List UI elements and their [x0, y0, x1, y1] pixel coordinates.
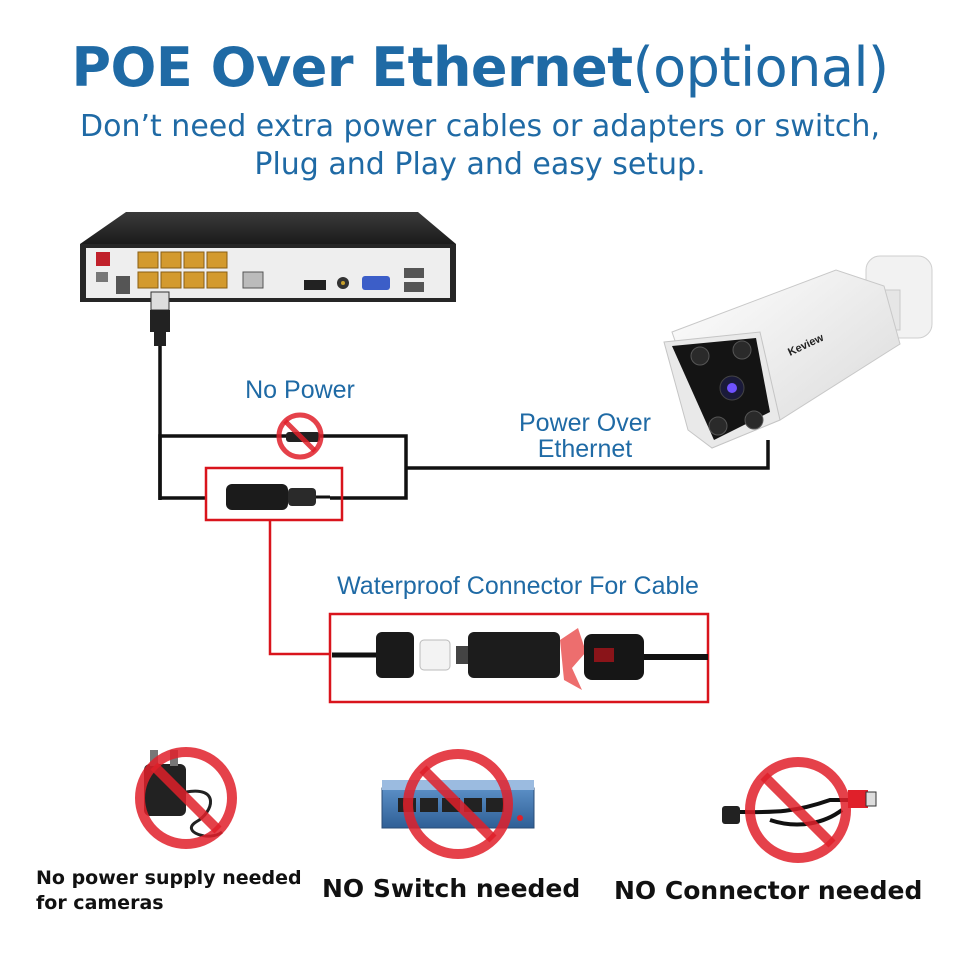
- power-switch-icon: [96, 252, 110, 266]
- highlight-box-small: [204, 466, 344, 522]
- prohibited-sign-icon: [135, 747, 237, 849]
- no-power-supply-label: No power supply needed for cameras: [36, 866, 306, 916]
- prohibited-sign-icon: [276, 412, 324, 460]
- prohibited-sign-icon: [745, 757, 851, 863]
- no-connector-label: NO Connector needed: [614, 876, 923, 905]
- prohibited-sign-icon: [403, 749, 513, 859]
- power-adapter-item: [135, 747, 237, 849]
- subtitle-line-2: Plug and Play and easy setup.: [254, 147, 706, 182]
- poe-splitter-item: [722, 757, 877, 863]
- waterproof-plug-small-icon: [226, 484, 330, 510]
- title-optional: (optional): [632, 36, 889, 99]
- no-power-supply-line-2: for cameras: [36, 892, 164, 914]
- callout-line: [268, 520, 330, 656]
- rj45-plug-icon: [150, 291, 170, 346]
- no-power-connector: [276, 412, 324, 460]
- security-camera-icon: Keview: [663, 255, 933, 449]
- poe-label: Power Over Ethernet: [500, 410, 670, 462]
- subtitle-line-1: Don’t need extra power cables or adapter…: [80, 109, 880, 144]
- waterproof-connector-icon: [332, 628, 708, 690]
- no-switch-label: NO Switch needed: [322, 874, 581, 903]
- page-title: POE Over Ethernet(optional): [0, 36, 960, 100]
- waterproof-connector-label: Waterproof Connector For Cable: [337, 572, 699, 600]
- ethernet-cable: [158, 344, 770, 500]
- title-main: POE Over Ethernet: [71, 36, 633, 99]
- poe-label-line-2: Ethernet: [537, 435, 633, 463]
- poe-label-line-1: Power Over: [519, 409, 651, 437]
- poe-ports: [137, 251, 228, 289]
- network-switch-item: [381, 749, 535, 859]
- nvr-device-icon: [80, 212, 456, 302]
- no-power-supply-line-1: No power supply needed: [36, 867, 302, 889]
- no-power-label: No Power: [245, 376, 355, 404]
